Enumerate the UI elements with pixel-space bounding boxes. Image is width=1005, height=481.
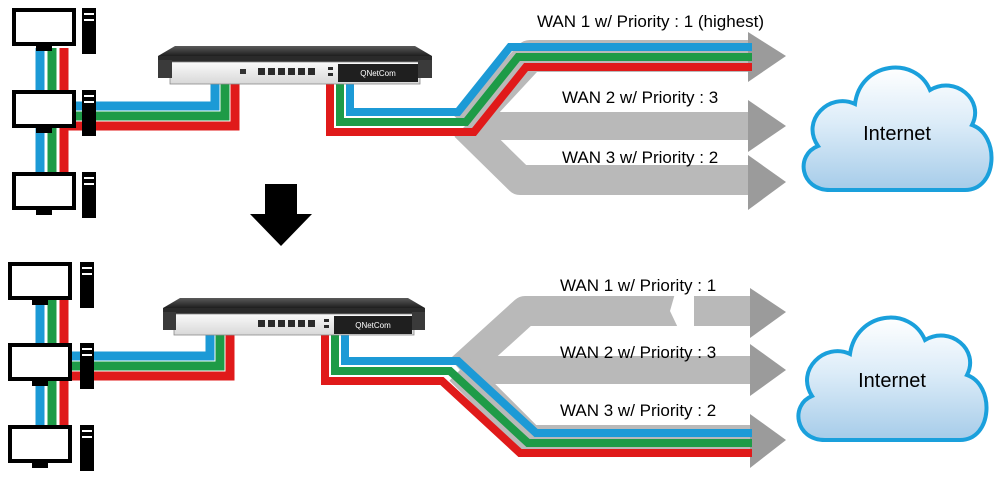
- router-brand-label: QNetCom: [360, 69, 396, 78]
- wan-2-arrowhead: [750, 344, 786, 396]
- wan-2-label: WAN 2 w/ Priority : 3: [562, 88, 718, 107]
- wan-3-trunk: [454, 115, 750, 195]
- flow-green: [336, 53, 752, 126]
- wan-1-label: WAN 1 w/ Priority : 1: [560, 276, 716, 295]
- internet-cloud-icon: Internet: [801, 65, 994, 192]
- router-bottom: QNetCom: [163, 298, 425, 336]
- internet-label: Internet: [863, 123, 931, 145]
- scenario-normal: QNetCom: [12, 8, 994, 218]
- wan-1-label: WAN 1 w/ Priority : 1 (highest): [537, 12, 764, 31]
- active-flow-wan-1: [326, 43, 752, 136]
- wan-2-arrowhead: [748, 100, 786, 152]
- active-flow-wan-3: [321, 334, 752, 457]
- internet-cloud-icon: Internet: [796, 315, 989, 442]
- pc-3: [12, 172, 96, 218]
- wan-3-label: WAN 3 w/ Priority : 2: [560, 401, 716, 420]
- pc-group-top: [12, 8, 96, 218]
- pc-group-bottom: [8, 262, 94, 471]
- router-brand-label: QNetCom: [355, 321, 391, 330]
- flow-blue: [346, 43, 752, 116]
- wan-1-break-gap: [670, 290, 698, 332]
- scenario-failover: QNetCom: [8, 262, 989, 471]
- flow-blue: [341, 334, 752, 437]
- flow-red: [321, 334, 752, 457]
- wan-3-arrowhead: [748, 155, 786, 210]
- wan-1-arrowhead: [750, 288, 786, 338]
- flow-green: [331, 334, 752, 447]
- internet-label: Internet: [858, 370, 926, 392]
- wan-1-trunk-broken-left: [449, 296, 680, 382]
- flow-red: [326, 63, 752, 136]
- pc-2: [8, 343, 94, 389]
- wan-1-arrowhead: [748, 32, 786, 82]
- pc-1: [12, 8, 96, 54]
- wan-2-label: WAN 2 w/ Priority : 3: [560, 343, 716, 362]
- pc-1: [8, 262, 94, 308]
- pc-3: [8, 425, 94, 471]
- wan-3-arrowhead: [750, 414, 786, 468]
- wan-3-label: WAN 3 w/ Priority : 2: [562, 148, 718, 167]
- router-top: QNetCom: [158, 46, 432, 85]
- transition-arrow-down-icon: [250, 184, 312, 246]
- pc-2: [12, 90, 96, 136]
